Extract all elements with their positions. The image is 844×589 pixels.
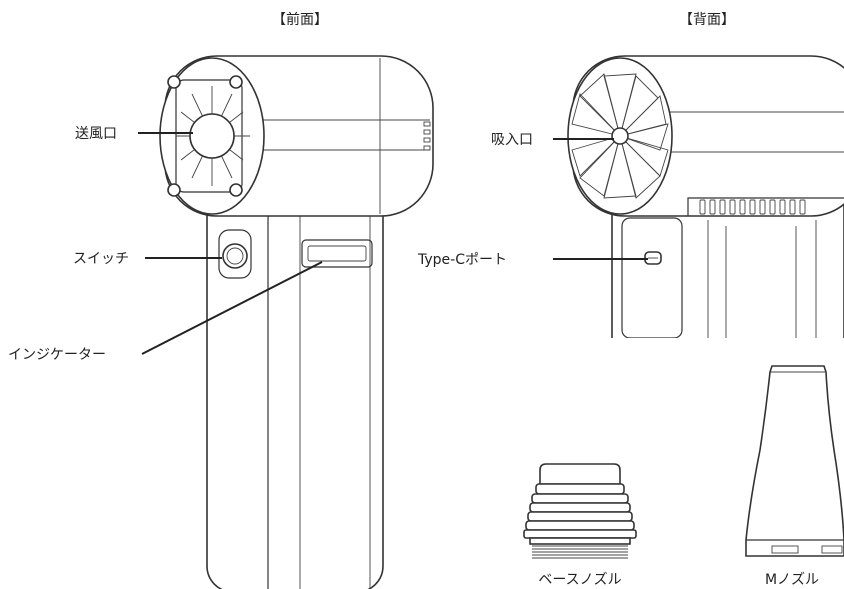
- indicator-slot: [301, 239, 373, 268]
- switch-button: [222, 243, 248, 269]
- back-handle: [611, 195, 844, 338]
- front-vent-slots: [423, 121, 431, 151]
- front-view-title: 【前面】: [272, 11, 328, 28]
- outlet-label: 送風口: [75, 126, 117, 142]
- intake-label: 吸入口: [491, 132, 533, 148]
- indicator-label: インジケーター: [8, 347, 106, 363]
- base-nozzle: [523, 463, 637, 559]
- outlet-fan-hub: [189, 113, 235, 159]
- base-nozzle-thread: [532, 545, 628, 559]
- front-view: [159, 55, 434, 589]
- back-view-title: 【背面】: [679, 12, 735, 28]
- m-nozzle-label: Mノズル: [765, 572, 819, 588]
- intake-fan-hub: [611, 127, 629, 145]
- switch-label: スイッチ: [73, 251, 129, 267]
- front-handle: [206, 179, 384, 589]
- intake-fan-blades: [571, 73, 669, 199]
- type-c-port-label: Type-Cポート: [417, 252, 507, 268]
- back-grille: [687, 197, 844, 216]
- back-view: [567, 55, 844, 348]
- indicator-leader: [141, 261, 323, 355]
- m-nozzle: [745, 365, 844, 557]
- switch-housing: [218, 229, 252, 279]
- base-nozzle-label: ベースノズル: [538, 572, 621, 588]
